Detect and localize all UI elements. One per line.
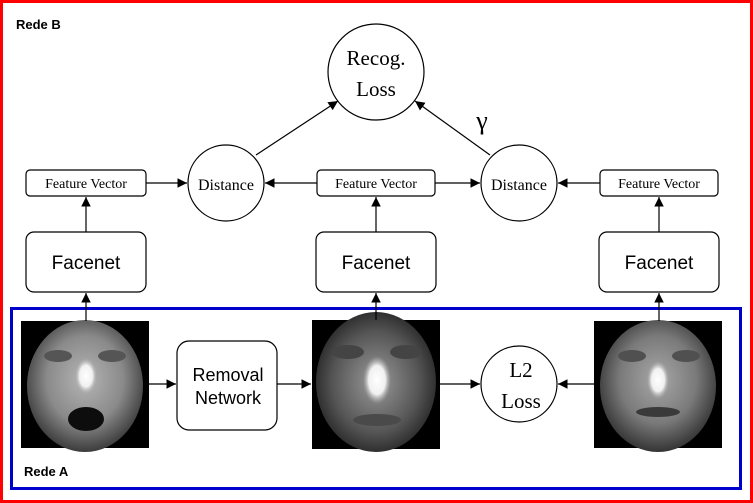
removal-network-line1: Removal — [192, 365, 263, 385]
feature-vector-box-2: Feature Vector — [316, 169, 436, 197]
face-image-2 — [312, 312, 440, 452]
facenet-label-3: Facenet — [625, 253, 694, 274]
connection-arrows — [81, 100, 664, 389]
recog-loss-node: Recog. Loss — [327, 23, 425, 121]
facenet-box-2: Facenet — [315, 231, 437, 293]
outer-group-label: Rede B — [16, 17, 61, 32]
facenet-box-3: Facenet — [598, 231, 720, 293]
feature-vector-box-3: Feature Vector — [599, 169, 719, 197]
face-image-3 — [594, 320, 722, 452]
l2-loss-line1: L2 — [509, 358, 532, 382]
distance-label-left: Distance — [198, 177, 254, 194]
feature-vector-label-2: Feature Vector — [335, 177, 417, 192]
removal-network-box: Removal Network — [176, 340, 278, 431]
open-mouth — [68, 407, 104, 431]
gamma-weight-label: γ — [475, 106, 488, 135]
feature-vector-label-3: Feature Vector — [618, 177, 700, 192]
recog-loss-line1: Recog. — [347, 46, 406, 70]
distance-label-right: Distance — [491, 177, 547, 194]
arrow-distance-right-to-recog-loss — [414, 100, 491, 156]
feature-vector-label-1: Feature Vector — [45, 177, 127, 192]
facenet-box-1: Facenet — [25, 231, 147, 293]
face-image-1 — [21, 320, 149, 452]
distance-node-right: Distance — [480, 144, 558, 222]
arrow-distance-left-to-recog-loss — [255, 100, 339, 156]
distance-node-left: Distance — [187, 144, 265, 222]
inner-group-label: Rede A — [24, 464, 69, 479]
facenet-label-1: Facenet — [52, 253, 121, 274]
l2-loss-line2: Loss — [501, 389, 541, 413]
facenet-label-2: Facenet — [342, 253, 411, 274]
recog-loss-line2: Loss — [356, 77, 396, 101]
l2-loss-node: L2 Loss — [480, 345, 558, 423]
feature-vector-box-1: Feature Vector — [25, 169, 147, 197]
removal-network-line2: Network — [195, 388, 262, 408]
